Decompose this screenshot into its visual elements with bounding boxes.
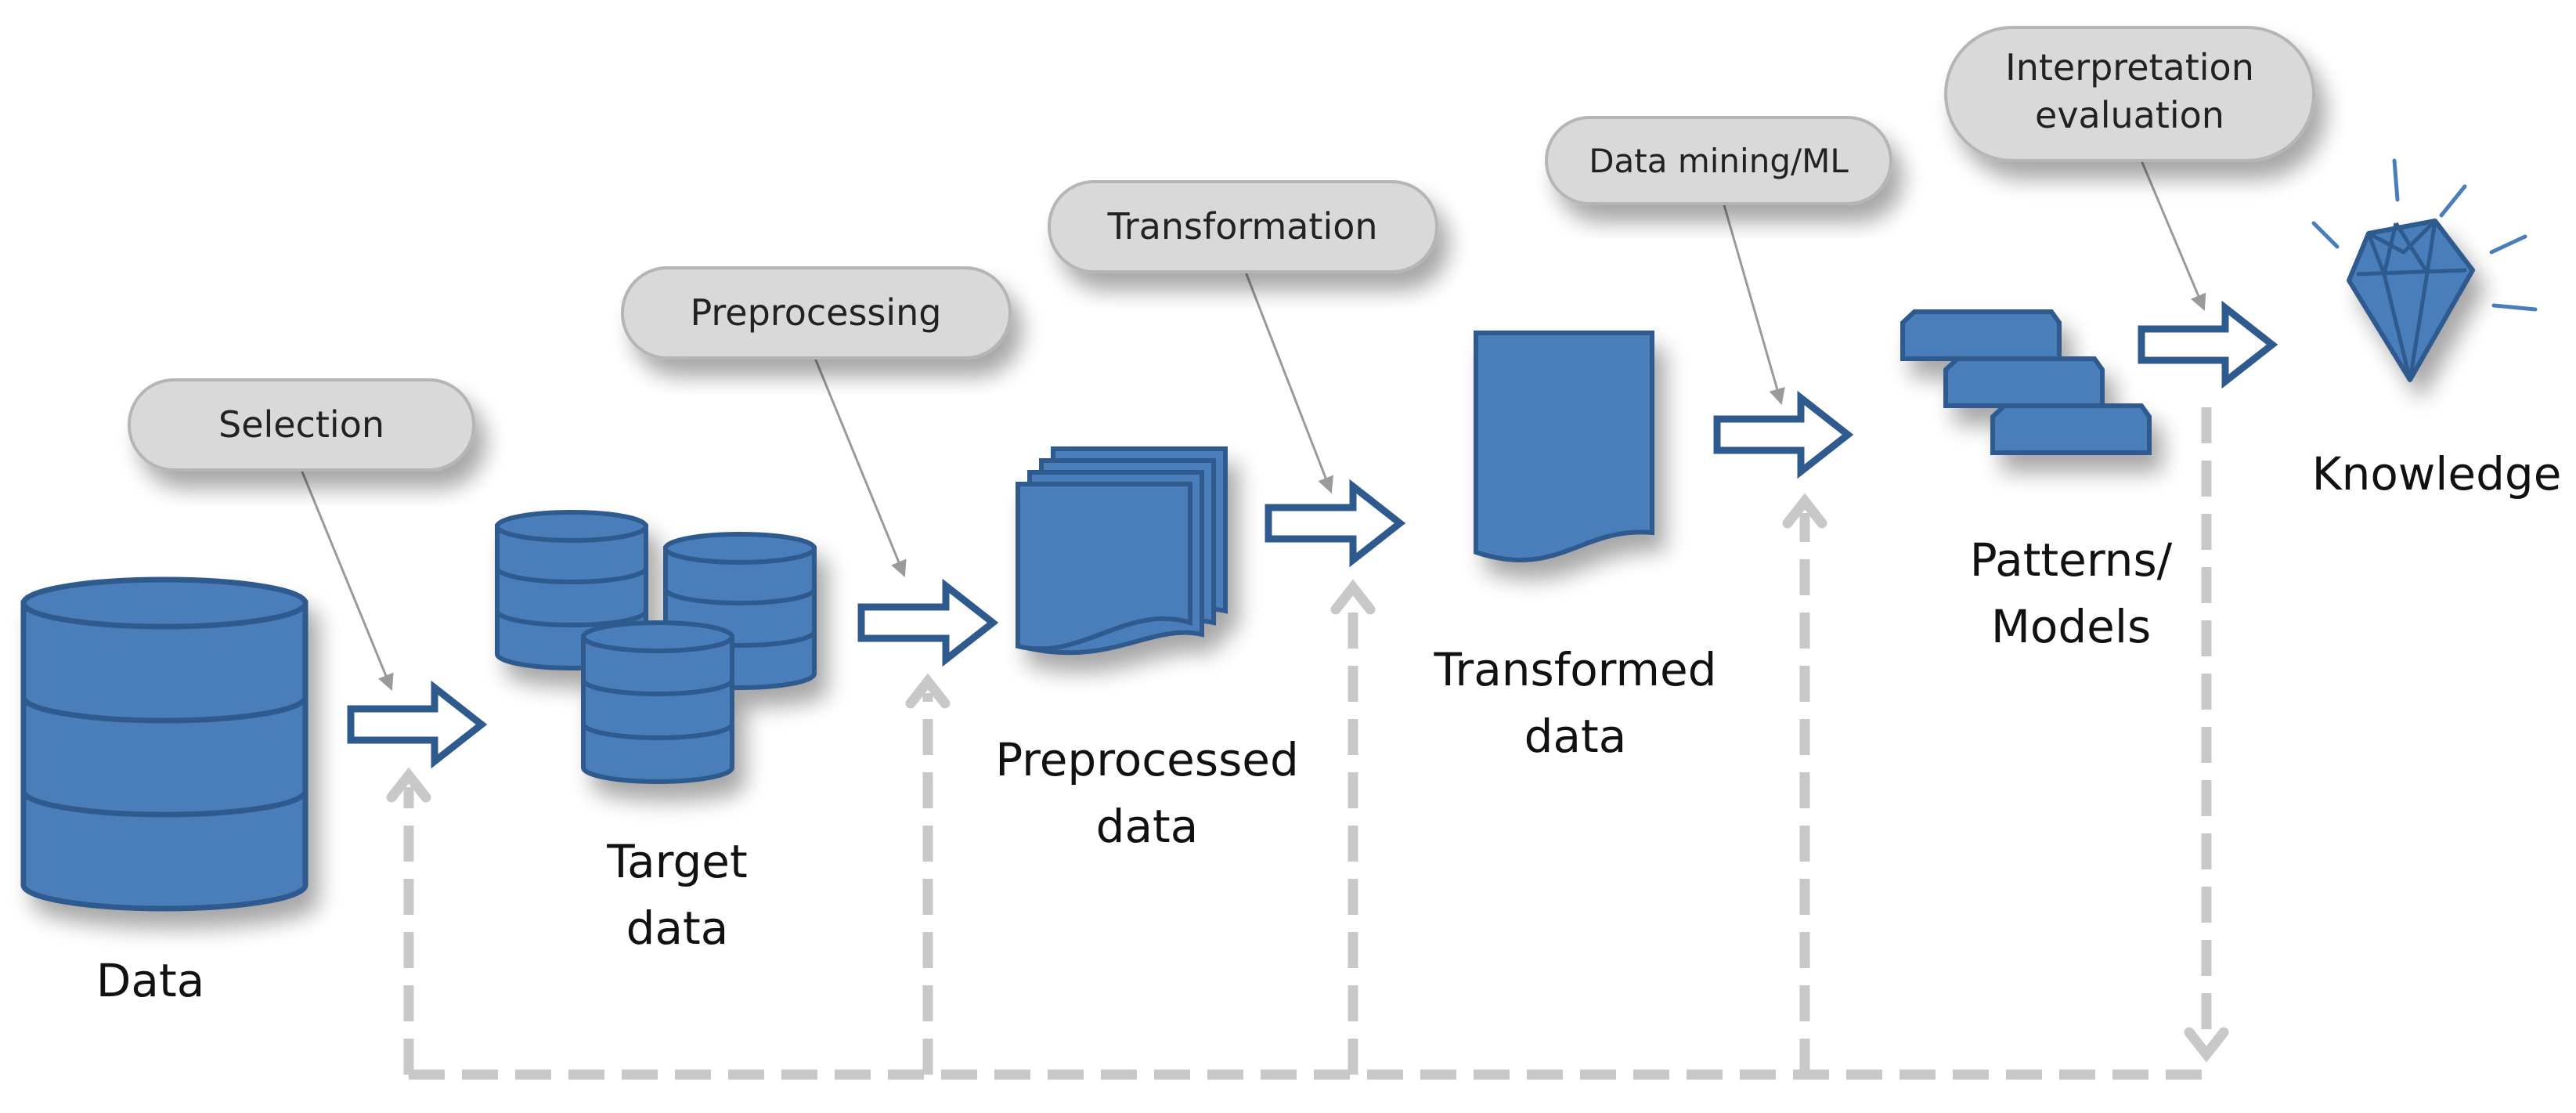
target-cylinder-3 (581, 620, 734, 784)
datamining-label: Data mining/ML (1589, 142, 1849, 180)
flow-arrow-preprocessing (857, 578, 999, 667)
datamining-bubble (1545, 116, 1892, 205)
pointer-selection (300, 469, 394, 691)
step-bubbles: Selection Preprocessing Transformation D… (128, 26, 2315, 472)
pointer-interpretation (2140, 160, 2206, 311)
preprocessed-data-label-line1: Preprocessed (995, 733, 1299, 786)
transformation-bubble (1048, 180, 1438, 273)
transformed-data-label-line2: data (1524, 710, 1627, 763)
interpretation-label-line2: evaluation (2035, 94, 2224, 136)
diamond-rays (2311, 158, 2538, 312)
patterns-models-label-line2: Models (1991, 600, 2151, 653)
flow-arrows (347, 300, 2278, 769)
interpretation-bubble (1944, 26, 2315, 162)
pointer-transformation (1243, 269, 1333, 493)
data-database-icon (20, 576, 308, 912)
feedback-arrowhead-up-4 (1782, 493, 1827, 529)
target-data-label-line1: Target (606, 835, 747, 888)
pattern-bar-3 (1990, 403, 2152, 455)
preprocessing-bubble (621, 266, 1012, 360)
transformation-label: Transformation (1106, 205, 1377, 248)
transformed-data-icon (1474, 331, 1654, 562)
flow-arrow-interpretation (2138, 300, 2278, 389)
feedback-arrowhead-up-2 (905, 673, 951, 709)
selection-label: Selection (218, 403, 384, 446)
interpretation-label-line1: Interpretation (2005, 46, 2254, 89)
patterns-models-label-line1: Patterns/ (1970, 533, 2173, 587)
feedback-arrowhead-up-3 (1330, 579, 1376, 615)
pointer-preprocessing (813, 356, 907, 577)
feedback-arrowhead-up-1 (386, 767, 431, 803)
data-label: Data (96, 954, 205, 1007)
pattern-bar-1 (1900, 309, 2062, 361)
stage-labels: Data Target data Preprocessed data Trans… (96, 447, 2562, 1007)
feedback-arrowhead-down (2184, 1027, 2229, 1063)
target-data-label-line2: data (626, 902, 729, 955)
feedback-arrowheads (386, 493, 2229, 1063)
preprocessed-data-icon (1016, 446, 1228, 656)
knowledge-label: Knowledge (2312, 447, 2562, 500)
transformed-data-label-line1: Transformed (1434, 643, 1717, 696)
flow-arrow-transformation (1265, 479, 1406, 568)
target-data-icon (495, 510, 817, 784)
pointer-datamining (1721, 199, 1785, 406)
preprocessed-data-label-line2: data (1096, 800, 1199, 853)
knowledge-diamond-icon (2311, 158, 2538, 382)
flow-arrow-selection (347, 680, 488, 769)
pointer-lines (300, 160, 2206, 691)
feedback-loop (403, 407, 2212, 1080)
selection-bubble (128, 378, 475, 472)
preprocessing-label: Preprocessing (690, 291, 941, 334)
flow-arrow-datamining (1713, 390, 1854, 479)
pattern-bar-2 (1943, 356, 2105, 408)
patterns-models-icon (1900, 309, 2152, 455)
